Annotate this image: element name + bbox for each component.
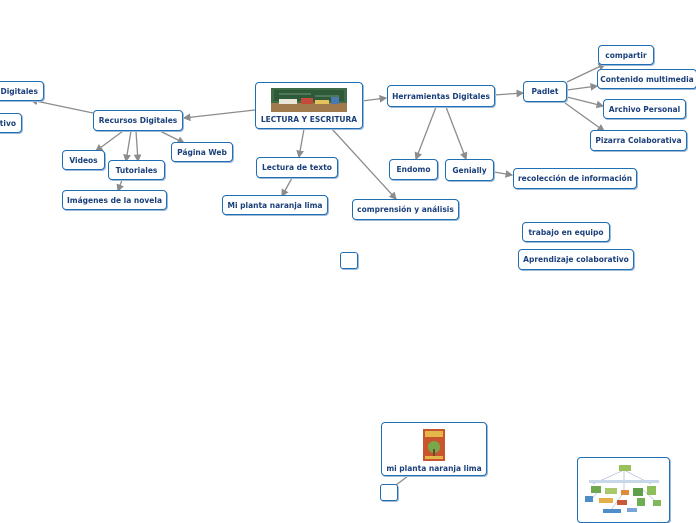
node-recoleccion[interactable]: recolección de información — [513, 168, 637, 189]
node-videos[interactable]: Videos — [62, 150, 105, 170]
overview-map-node[interactable] — [577, 457, 670, 523]
node-aprendizaje[interactable]: Aprendizaje colaborativo — [518, 249, 634, 270]
node-mi-planta[interactable]: Mi planta naranja lima — [222, 195, 328, 215]
node-recursos-digitales[interactable]: Recursos Digitales — [93, 110, 183, 131]
root-node[interactable]: LECTURA Y ESCRITURA — [255, 82, 363, 129]
edge-padlet-multimedia — [566, 82, 599, 91]
edge-padlet-compartir — [566, 63, 607, 83]
edge-tutoriales-imagenes — [116, 179, 124, 193]
edge-herramientas-endomo — [414, 106, 437, 161]
node-padlet[interactable]: Padlet — [523, 81, 567, 102]
node-tutoriales[interactable]: Tutoriales — [108, 160, 165, 180]
node-compartir[interactable]: compartir — [598, 45, 654, 65]
node-pizarra-colaborativa[interactable]: Pizarra Colaborativa — [590, 130, 687, 151]
edge-root-recursos — [182, 109, 256, 122]
edge-padlet-pizarra — [564, 102, 606, 132]
node-endomo[interactable]: Endomo — [389, 159, 438, 180]
node-contenido-multimedia[interactable]: Contenido multimedia — [597, 69, 696, 89]
edge-genially-recoleccion — [493, 170, 514, 178]
node-trabajo-equipo[interactable]: trabajo en equipo — [522, 222, 610, 242]
root-label: LECTURA Y ESCRITURA — [260, 114, 358, 124]
edge-lectura-planta — [281, 177, 293, 198]
edge-recursos-tutoriales-b — [133, 130, 142, 163]
empty-node-small[interactable] — [380, 484, 398, 501]
edge-recursos-pagina — [159, 130, 186, 144]
edge-recursos-videos — [94, 130, 124, 152]
edge-recursos-digitales — [29, 97, 94, 114]
mindmap-overview-thumbnail — [584, 465, 661, 513]
edge-root-lectura — [296, 128, 305, 159]
node-pagina-web[interactable]: Página Web — [171, 142, 233, 162]
edge-floating-small — [395, 475, 409, 486]
node-herramientas-digitales[interactable]: Herramientas Digitales — [387, 85, 495, 107]
node-lectura-texto[interactable]: Lectura de texto — [256, 157, 338, 178]
node-tivo-partial[interactable]: tivo — [0, 113, 22, 133]
book-cover-image — [423, 429, 445, 461]
node-digitales-partial[interactable]: Digitales — [0, 81, 44, 101]
edge-herramientas-genially — [445, 106, 468, 161]
edge-root-herramientas — [361, 94, 388, 103]
node-archivo-personal[interactable]: Archivo Personal — [603, 99, 686, 119]
edge-recursos-tutoriales-a — [123, 130, 132, 163]
classroom-desk-books-image — [271, 87, 347, 112]
node-mi-planta-floating[interactable]: mi planta naranja lima — [381, 422, 487, 476]
edge-herramientas-padlet — [493, 89, 525, 98]
node-genially[interactable]: Genially — [445, 159, 494, 181]
empty-node[interactable] — [340, 252, 358, 269]
edge-root-comprension — [331, 128, 397, 200]
mi-planta-floating-label: mi planta naranja lima — [386, 464, 482, 473]
node-imagenes-novela[interactable]: Imágenes de la novela — [62, 190, 167, 210]
edge-padlet-archivo — [566, 96, 605, 109]
node-comprension[interactable]: comprensión y análisis — [352, 199, 459, 220]
